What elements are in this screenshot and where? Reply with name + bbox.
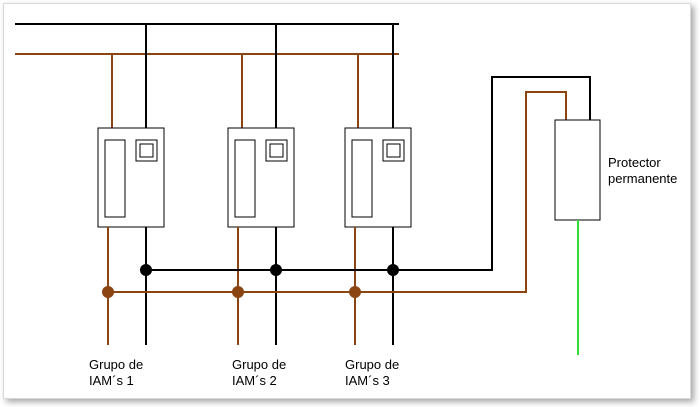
breaker-handle-slot-3 — [351, 139, 373, 218]
black-collector-wire — [146, 76, 591, 271]
protector-label-line2: permanente — [608, 171, 678, 186]
group-3-label-line2: IAM´s 3 — [345, 373, 390, 388]
breaker-group-3 — [344, 24, 412, 345]
brown-junction-1 — [102, 286, 114, 298]
group-1-label-line2: IAM´s 1 — [89, 373, 134, 388]
group-3-label: Grupo de IAM´s 3 — [345, 357, 399, 389]
group-1-label: Grupo de IAM´s 1 — [89, 357, 143, 389]
protector-label: Protector permanente — [608, 155, 677, 187]
black-junction-2 — [270, 264, 282, 276]
breaker-handle-slot-1 — [104, 139, 126, 218]
brown-junction-3 — [349, 286, 361, 298]
brown-junction-2 — [232, 286, 244, 298]
black-junction-1 — [140, 264, 152, 276]
breaker-handle-slot-2 — [234, 139, 256, 218]
group-2-label-line1: Grupo de — [232, 357, 287, 372]
breaker-group-1 — [97, 24, 165, 345]
group-2-label: Grupo de IAM´s 2 — [232, 357, 286, 389]
group-1-label-line1: Grupo de — [89, 357, 144, 372]
black-junction-3 — [387, 264, 399, 276]
protector-label-line1: Protector — [608, 155, 661, 170]
surge-protector-box — [554, 119, 601, 221]
brown-collector-wire — [108, 91, 567, 293]
breaker-group-2 — [227, 24, 295, 345]
group-3-label-line1: Grupo de — [345, 357, 400, 372]
group-2-label-line2: IAM´s 2 — [232, 373, 277, 388]
